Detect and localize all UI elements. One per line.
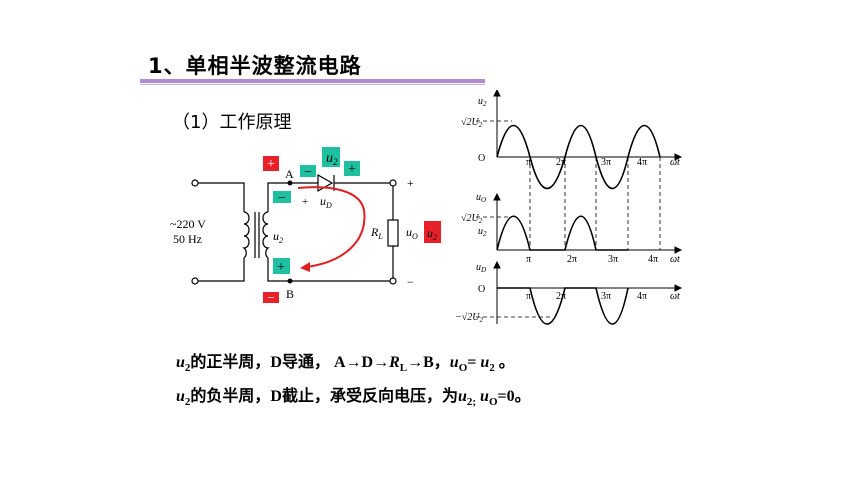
u2-origin: O bbox=[478, 153, 485, 164]
tick-2pi-2: 2π bbox=[567, 254, 577, 265]
u2-peak-label: √2U2 bbox=[461, 117, 483, 129]
secondary-coil bbox=[262, 211, 270, 259]
title-underline-thin bbox=[140, 84, 485, 85]
tick-pi-1: π bbox=[526, 157, 531, 168]
svg-text:u2: u2 bbox=[427, 226, 437, 242]
badge-u2 bbox=[322, 147, 340, 167]
waveform-diagrams: u2 √2U2 O uO √2U2 u2 uD O −√2U2 π 2π 3π … bbox=[455, 90, 683, 325]
output-terminal-bottom bbox=[389, 277, 397, 285]
badge-plus-diode bbox=[344, 161, 360, 176]
load-label: RL bbox=[370, 225, 383, 241]
tick-4pi-2: 4π bbox=[648, 254, 658, 265]
xlabel-3: ωt bbox=[670, 291, 680, 302]
source-voltage-label: ~220 V bbox=[170, 217, 206, 231]
output-voltage-label: uO bbox=[406, 225, 418, 241]
ud-neg-peak-label: −√2U2 bbox=[455, 312, 483, 324]
u2-waveform bbox=[496, 124, 661, 190]
tick-pi-2: π bbox=[526, 254, 531, 265]
ud-axis-label: uD bbox=[476, 262, 486, 274]
output-terminal-top bbox=[389, 179, 397, 187]
output-minus: − bbox=[407, 275, 414, 289]
node-a-label: A bbox=[285, 167, 294, 181]
tick-3pi-3: 3π bbox=[601, 291, 611, 302]
current-path-arrow bbox=[297, 186, 366, 268]
svg-text:u2: u2 bbox=[326, 151, 338, 167]
xlabel-1: ωt bbox=[670, 157, 680, 168]
rectifier-circuit: + − + − − u2 + u2 ~220 V 50 Hz u2 A B + … bbox=[170, 147, 441, 305]
node-b-dot bbox=[287, 278, 293, 284]
tick-3pi-1: 3π bbox=[601, 157, 611, 168]
explanation-line-positive: u2的正半周，D导通， A→D→RL→B，uO= u2 。 bbox=[176, 354, 515, 375]
tick-4pi-3: 4π bbox=[637, 291, 647, 302]
badge-plus-top bbox=[263, 156, 279, 171]
badge-minus-diode-text: − bbox=[304, 165, 312, 180]
badge-minus-left bbox=[273, 191, 291, 203]
diode-voltage-label: uD bbox=[320, 194, 332, 210]
output-plus: + bbox=[407, 176, 414, 190]
tick-pi-3: π bbox=[526, 291, 531, 302]
badge-minus-bottom bbox=[263, 292, 279, 303]
load-resistor bbox=[387, 219, 399, 247]
badge-minus-left-text: − bbox=[278, 191, 286, 206]
page-title: 1、单相半波整流电路 bbox=[148, 54, 362, 78]
tick-3pi-2: 3π bbox=[608, 254, 618, 265]
primary-terminal-top bbox=[191, 179, 199, 187]
explanation-line-negative: u2的负半周，D截止，承受反向电压，为u2; uO=0。 bbox=[176, 388, 531, 409]
ud-origin: O bbox=[478, 284, 485, 295]
u2-axis-label: u2 bbox=[478, 96, 487, 108]
uo-peak-label: √2U2 bbox=[461, 213, 483, 225]
section-subtitle: （1）工作原理 bbox=[172, 112, 292, 133]
badge-uo bbox=[424, 221, 441, 243]
secondary-voltage-label: u2 bbox=[273, 229, 283, 245]
uo-peak2-label: u2 bbox=[478, 226, 487, 238]
node-b-label: B bbox=[286, 287, 294, 301]
uo-waveform bbox=[496, 215, 628, 251]
tick-2pi-3: 2π bbox=[556, 291, 566, 302]
badge-minus-bottom-text: − bbox=[267, 290, 274, 305]
uo-axis-label: uO bbox=[476, 192, 486, 204]
diode-plus: + bbox=[302, 196, 308, 208]
primary-coil bbox=[242, 211, 250, 259]
badge-plus-diode-text: + bbox=[348, 162, 356, 177]
badge-plus-top-text: + bbox=[267, 157, 275, 172]
badge-plus-left-text: + bbox=[277, 260, 285, 275]
source-freq-label: 50 Hz bbox=[173, 232, 202, 246]
tick-2pi-1: 2π bbox=[556, 157, 566, 168]
badge-plus-left bbox=[273, 258, 290, 274]
primary-terminal-bottom bbox=[191, 277, 199, 285]
node-a-dot bbox=[287, 180, 293, 186]
xlabel-2: ωt bbox=[670, 254, 680, 265]
tick-4pi-1: 4π bbox=[637, 157, 647, 168]
title-underline bbox=[140, 79, 485, 83]
badge-minus-diode bbox=[300, 165, 316, 177]
ud-waveform bbox=[497, 287, 629, 325]
